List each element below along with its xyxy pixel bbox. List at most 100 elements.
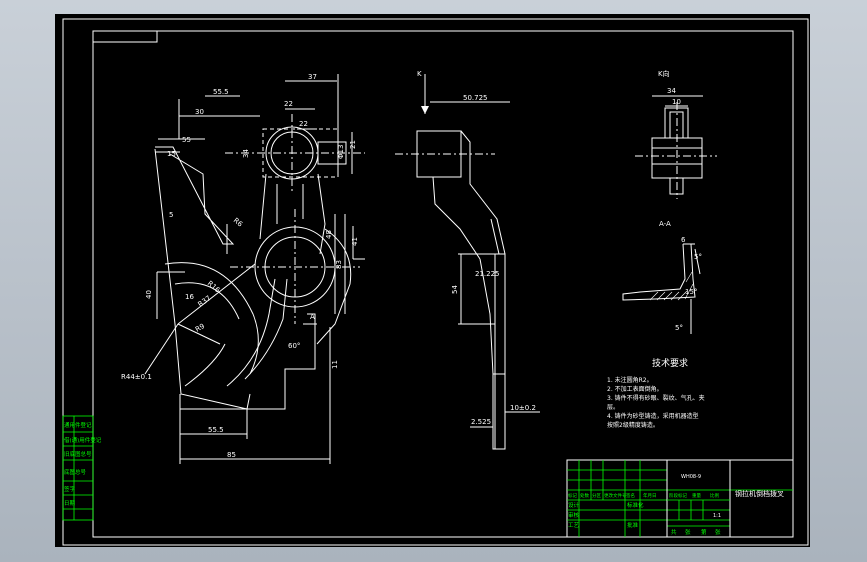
section-angle-15: 15° (685, 288, 697, 296)
dim-21-225: 21.225 (475, 270, 500, 278)
dim-37: 37 (308, 73, 317, 81)
section-dim-6: 6 (681, 236, 686, 244)
sidebar-row-3: 旧底图总号 (64, 450, 92, 458)
drawing-number: WH08-9 (681, 474, 701, 480)
tb-header-mark: 标记 (568, 492, 577, 499)
dim-r44: R44±0.1 (121, 373, 152, 381)
k-dim-10: 10 (672, 98, 681, 106)
side-blade-left (479, 258, 494, 375)
tb-sheet-total: 共 (671, 528, 677, 536)
side-web-inner (490, 218, 500, 255)
outer-frame (62, 18, 809, 546)
tb-header-zone: 分区 (592, 492, 601, 499)
tb-header-docno: 更改文件号 (604, 492, 627, 499)
tb-sheet-unit-2: 张 (715, 528, 721, 536)
corner-box (92, 30, 158, 43)
dim-15: 15 (167, 150, 176, 158)
inner-frame (92, 30, 794, 538)
note-line-1: 1. 未注圆角R2。 (607, 376, 653, 384)
tb-scale: 比例 (710, 492, 719, 499)
side-web-right (460, 130, 506, 255)
stem-left (259, 173, 267, 240)
tb-stage: 阶段标记 (669, 492, 687, 499)
tb-approve: 批准 (627, 521, 639, 529)
dim-phi13: Φ13 (337, 145, 345, 159)
tb-standardization: 标准化 (627, 501, 644, 509)
stem-hidden (276, 184, 304, 224)
dim-21: 21 (349, 140, 357, 149)
tb-header-count: 处数 (580, 492, 589, 499)
section-aa-hatch (649, 271, 694, 301)
tb-sheet-num: 第 (701, 528, 707, 536)
dim-50-725: 50.725 (463, 94, 488, 102)
k-view: K向 34 10 (635, 69, 717, 199)
dim-83: 83 (335, 260, 343, 269)
tb-header-sign: 签名 (626, 492, 635, 499)
stem-right (317, 173, 326, 255)
fork-arc-small (184, 343, 226, 387)
k-arrow-head (421, 106, 429, 114)
dim-30: 30 (195, 108, 204, 116)
k-dim-34: 34 (667, 87, 676, 95)
dim-r6: R6 (232, 216, 245, 228)
dim-54: 54 (451, 285, 459, 294)
left-sidebar-table: 通用件登记 借(通)用件登记 旧底图总号 底图总号 签字 日期 (62, 415, 102, 521)
main-view: A (121, 73, 365, 464)
fork-arm-outline (155, 146, 235, 245)
tb-role-review: 审核 (568, 511, 580, 519)
dim-16: 16 (185, 293, 194, 301)
technical-notes: 技术要求 1. 未注圆角R2。 2. 不加工表面倒角。 3. 铸件不得有砂眼、裂… (607, 357, 705, 429)
section-angle-bottom: 5° (675, 324, 683, 332)
tb-role-design: 设计 (568, 501, 580, 509)
side-web-left (432, 176, 481, 260)
cad-viewport[interactable]: A (55, 14, 810, 547)
dim-40: 40 (145, 290, 153, 299)
tb-scale-value: 1:1 (713, 513, 721, 519)
dim-60deg: 60° (288, 342, 300, 350)
note-line-6: 按照2级精度铸造。 (607, 421, 659, 429)
dim-55-5: 55.5 (213, 88, 229, 96)
radial-leader-r44 (144, 323, 179, 375)
note-line-3: 3. 铸件不得有砂眼、裂纹、气孔、夹 (607, 394, 705, 402)
note-line-2: 2. 不加工表面倒角。 (607, 385, 663, 393)
lower-boss-right-edge (316, 228, 352, 345)
sidebar-row-2: 借(通)用件登记 (64, 436, 102, 444)
sidebar-row-1: 通用件登记 (64, 421, 92, 429)
dim-11: 11 (331, 360, 339, 369)
dim-48: 48 (325, 230, 333, 239)
sidebar-row-6: 日期 (64, 500, 76, 507)
notes-title: 技术要求 (652, 357, 688, 369)
dim-10-tol: 10±0.2 (510, 404, 536, 412)
tb-role-process: 工艺 (568, 522, 580, 529)
dim-22-b: 22 (299, 120, 308, 128)
note-line-5: 4. 铸件为砂型铸造，采用机器造型 (607, 412, 699, 420)
dim-41: 41 (351, 237, 359, 246)
section-aa-title: A-A (659, 220, 671, 228)
dim-5: 5 (169, 211, 173, 219)
fork-slot-outer (226, 278, 276, 387)
drawing-canvas: A (62, 18, 809, 546)
dimension-lines (155, 74, 365, 464)
section-aa-view: A-A 6 5° 5° 15° (622, 220, 702, 334)
k-view-title: K向 (658, 69, 670, 78)
tb-sheet-unit-1: 张 (685, 528, 691, 536)
dim-55-5-b: 55.5 (208, 426, 224, 434)
section-a-label: A (310, 313, 315, 321)
radial-line-1 (177, 263, 256, 325)
k-arrow-label: K (417, 70, 422, 78)
section-angle-top: 5° (694, 253, 702, 261)
dim-85: 85 (227, 451, 236, 459)
part-name: 钢拉机倒档拨叉 (735, 489, 784, 498)
side-view: K 50.725 54 21.225 2.525 10±0.2 (395, 70, 540, 450)
dim-55: 55 (182, 136, 191, 144)
note-line-4: 层。 (607, 404, 619, 411)
sidebar-row-4: 底图总号 (64, 468, 87, 476)
sidebar-row-5: 签字 (64, 485, 76, 493)
title-block: WH08-9 钢拉机倒档拨叉 标记 处数 分区 更改文件号 签名 年月日 设计 … (566, 459, 794, 538)
radial-line-2 (177, 323, 221, 345)
dim-r9: R9 (194, 322, 206, 334)
section-aa-outline (622, 243, 696, 301)
fork-arc-r44 (164, 262, 259, 375)
dim-34: 34 (242, 149, 250, 158)
fork-left-edge (154, 148, 251, 410)
